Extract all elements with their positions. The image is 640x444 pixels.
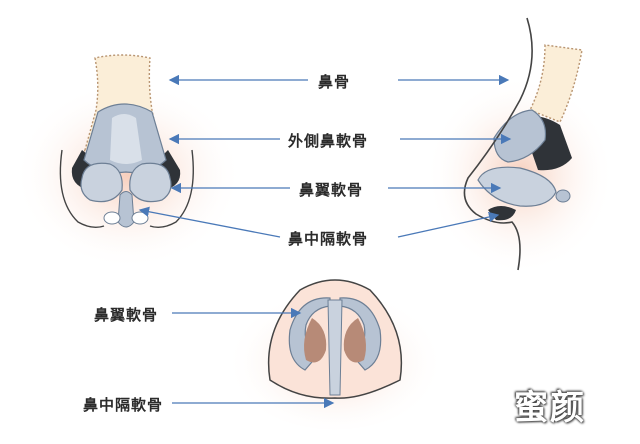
front-skin-glow	[13, 80, 243, 270]
label-upper-lateral-cartilage: 外側鼻軟骨	[288, 132, 369, 150]
bottom-nostril-right	[343, 318, 366, 363]
bottom-septal-cartilage	[327, 299, 343, 396]
label-alar-cartilage-bottom: 鼻翼軟骨	[94, 306, 159, 324]
front-alar-cartilage-left	[80, 162, 123, 203]
front-view	[13, 54, 243, 270]
arrow-septal-right	[397, 211, 500, 238]
watermark: 蜜颜	[514, 388, 586, 428]
label-septal-cartilage-top: 鼻中隔軟骨	[288, 230, 369, 248]
side-nasal-bone	[529, 44, 583, 123]
label-alar-cartilage-top: 鼻翼軟骨	[299, 181, 364, 199]
leader-lines	[138, 74, 512, 409]
label-nasal-bone: 鼻骨	[318, 73, 351, 91]
arrow-septal-left	[138, 206, 281, 238]
front-columella	[117, 191, 135, 228]
side-view	[425, 17, 615, 275]
bottom-nostril-left	[304, 318, 327, 363]
front-alar-cartilage-right	[129, 162, 172, 203]
side-alar-cartilage	[477, 166, 557, 207]
label-septal-cartilage-bottom: 鼻中隔軟骨	[83, 396, 164, 414]
bottom-view	[225, 279, 445, 430]
